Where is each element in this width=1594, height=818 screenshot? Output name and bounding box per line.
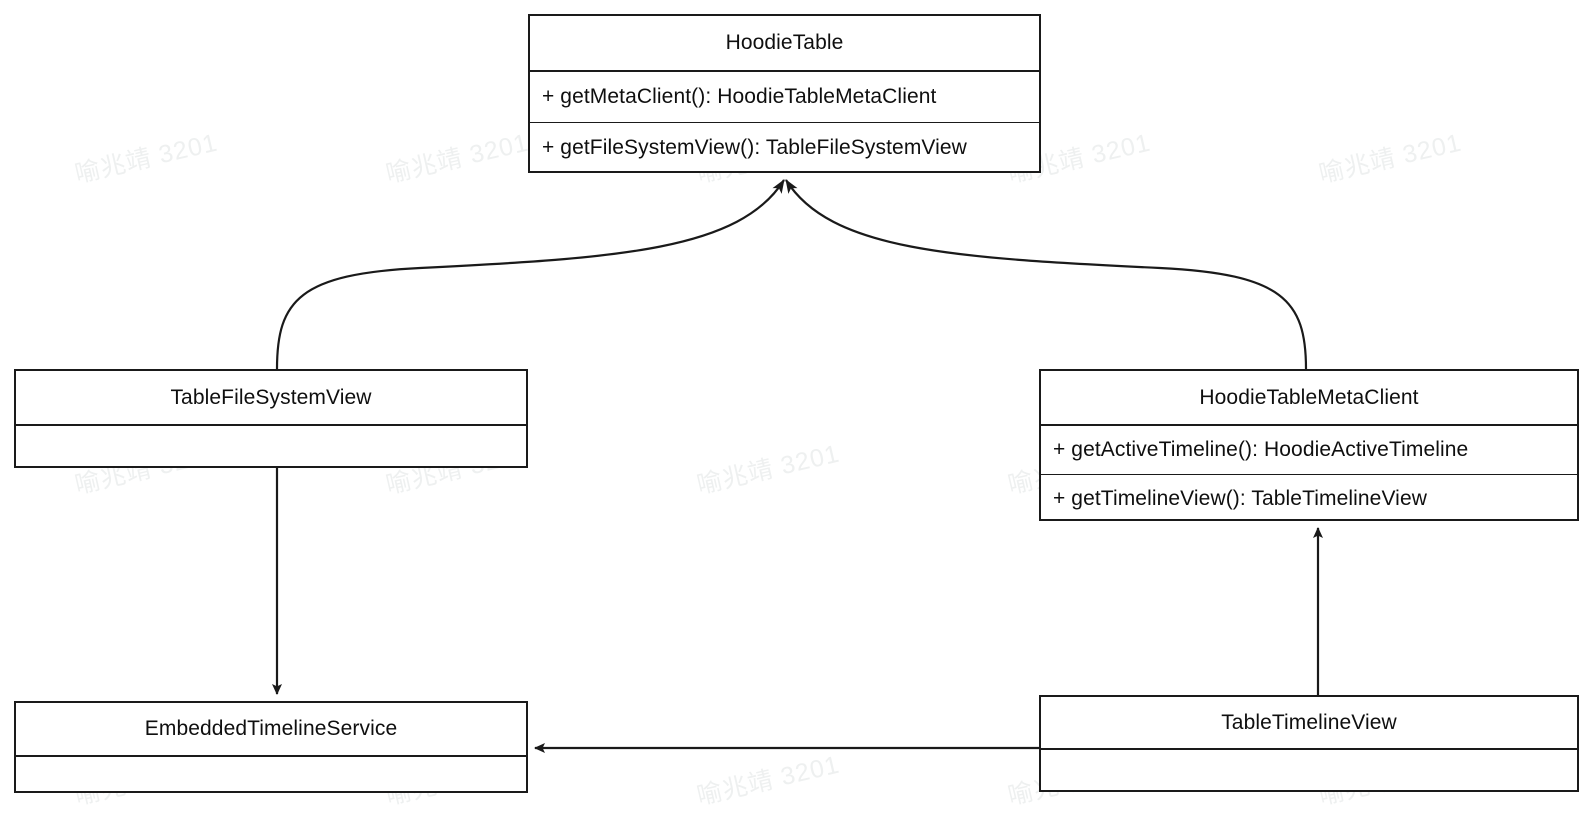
- class-member-empty-table-timeline-view: [1041, 750, 1577, 790]
- class-member-empty-embedded-timeline-service: [16, 757, 526, 791]
- class-members-hoodie-table: + getMetaClient(): HoodieTableMetaClient…: [530, 72, 1039, 171]
- class-box-hoodie-table[interactable]: HoodieTable+ getMetaClient(): HoodieTabl…: [528, 14, 1041, 173]
- class-members-embedded-timeline-service: [16, 757, 526, 791]
- class-box-embedded-timeline-service[interactable]: EmbeddedTimelineService: [14, 701, 528, 793]
- class-box-table-file-system-view[interactable]: TableFileSystemView: [14, 369, 528, 468]
- class-members-table-timeline-view: [1041, 750, 1577, 790]
- watermark-text: 喻兆靖 3201: [1316, 128, 1465, 189]
- watermark-text: 喻兆靖 3201: [694, 439, 843, 500]
- class-name-table-timeline-view: TableTimelineView: [1041, 697, 1577, 750]
- class-member-hoodie-table-0: + getMetaClient(): HoodieTableMetaClient: [542, 85, 937, 108]
- class-name-table-file-system-view: TableFileSystemView: [16, 371, 526, 426]
- class-name-hoodie-table: HoodieTable: [530, 16, 1039, 72]
- class-box-table-timeline-view[interactable]: TableTimelineView: [1039, 695, 1579, 792]
- watermark-text: 喻兆靖 3201: [383, 128, 532, 189]
- class-member-empty-table-file-system-view: [16, 426, 526, 466]
- connector-tablefilesystemview-to-hoodietable: [275, 179, 785, 370]
- watermark-text: 喻兆靖 3201: [694, 750, 843, 811]
- class-member-hoodie-table-meta-client-1: + getTimelineView(): TableTimelineView: [1041, 474, 1577, 522]
- class-members-table-file-system-view: [16, 426, 526, 466]
- class-member-hoodie-table-1: + getFileSystemView(): TableFileSystemVi…: [530, 122, 1039, 172]
- class-members-hoodie-table-meta-client: + getActiveTimeline(): HoodieActiveTimel…: [1041, 426, 1577, 519]
- connector-hoodietablemetaclient-to-hoodietable: [785, 179, 1308, 370]
- class-box-hoodie-table-meta-client[interactable]: HoodieTableMetaClient + getActiveTimeline…: [1039, 369, 1579, 521]
- class-name-embedded-timeline-service: EmbeddedTimelineService: [16, 703, 526, 757]
- class-member-hoodie-table-meta-client-0: + getActiveTimeline(): HoodieActiveTimel…: [1053, 438, 1469, 461]
- class-name-hoodie-table-meta-client: HoodieTableMetaClient: [1041, 371, 1577, 426]
- watermark-text: 喻兆靖 3201: [72, 128, 221, 189]
